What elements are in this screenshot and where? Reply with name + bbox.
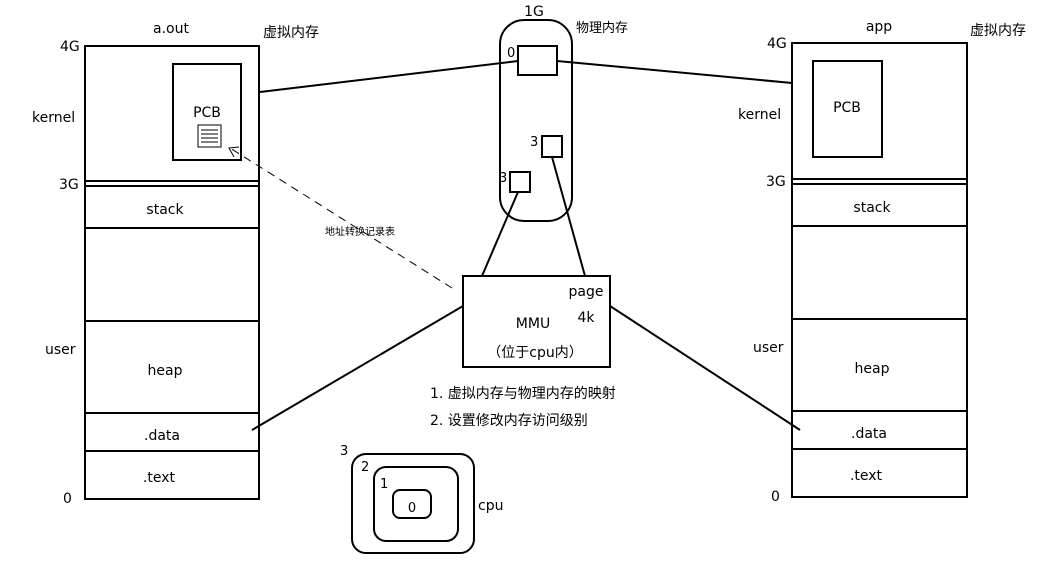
left-virtual-memory: PCB a.out 虚拟内存 4G kernel 3G user 0 stack…: [32, 21, 319, 507]
physical-page-a-label: 3: [530, 135, 538, 150]
cpu-label: cpu: [478, 498, 503, 514]
left-addr-4g: 4G: [60, 39, 80, 55]
arrow-head-icon: [228, 146, 240, 158]
physical-page-b: [509, 171, 531, 193]
left-addr-3g: 3G: [59, 177, 79, 193]
mmu-to-page-b-line: [481, 191, 519, 277]
physical-memory: 1G 物理内存 0 3 3: [499, 4, 628, 222]
left-pcb-box: [172, 63, 242, 161]
left-process-title: a.out: [153, 21, 189, 37]
mmu: page 4k MMU （位于cpu内）: [462, 275, 611, 368]
document-icon: [197, 124, 222, 148]
cpu-ring-0: [392, 489, 432, 519]
right-data-label: .data: [851, 426, 887, 442]
right-addr-3g: 3G: [766, 174, 786, 190]
mmu-to-page-a-line: [551, 156, 586, 277]
right-addr-4g: 4G: [767, 36, 787, 52]
right-virtual-memory: PCB app 虚拟内存 4G kernel 3G user 0 stack h…: [738, 19, 1026, 505]
translation-table-dashed-arrow: [229, 147, 453, 289]
right-virtual-label: 虚拟内存: [970, 23, 1026, 39]
cpu-ring-2: [373, 466, 459, 542]
translation-table-label: 地址转换记录表: [325, 225, 395, 238]
right-addr-0: 0: [771, 489, 780, 505]
left-heap-label: heap: [148, 363, 183, 379]
physical-page-b-label: 3: [499, 171, 507, 186]
right-kernel-to-physical-line: [556, 60, 793, 84]
right-pcb-label: PCB: [833, 100, 861, 116]
physical-memory-box: [499, 19, 573, 222]
mmu-location: （位于cpu内）: [487, 345, 582, 361]
mmu-functions-list: 1. 虚拟内存与物理内存的映射 2. 设置修改内存访问级别: [430, 386, 616, 429]
mmu-to-right-data-line: [609, 305, 801, 431]
mmu-box: [462, 275, 611, 368]
cpu-ring-0-label: 0: [408, 501, 416, 516]
physical-size-label: 1G: [524, 4, 544, 20]
mmu-page-label: page: [569, 284, 604, 300]
cpu-ring-3-label: 3: [340, 444, 348, 459]
left-data-label: .data: [144, 428, 180, 444]
physical-page-a: [541, 135, 563, 158]
left-kernel-to-physical-line: [259, 60, 519, 93]
right-process-title: app: [866, 19, 892, 35]
physical-title: 物理内存: [576, 20, 628, 36]
mmu-function-2: 2. 设置修改内存访问级别: [430, 413, 588, 429]
cpu-ring-2-label: 2: [361, 460, 369, 475]
mmu-to-left-data-line: [251, 305, 464, 431]
right-pcb-box: [812, 60, 883, 158]
mmu-function-1: 1. 虚拟内存与物理内存的映射: [430, 386, 616, 402]
right-heap-label: heap: [855, 361, 890, 377]
right-user-label: user: [753, 340, 784, 356]
left-user-label: user: [45, 342, 76, 358]
mmu-title: MMU: [516, 316, 550, 332]
right-kernel-label: kernel: [738, 107, 781, 123]
right-stack-label: stack: [853, 200, 891, 216]
connectors: 地址转换记录表: [228, 60, 801, 431]
left-kernel-label: kernel: [32, 110, 75, 126]
left-stack-label: stack: [146, 202, 184, 218]
cpu-ring-1-label: 1: [380, 477, 388, 492]
right-text-label: .text: [850, 468, 883, 484]
physical-zero-label: 0: [507, 46, 515, 61]
physical-kernel-page: [517, 45, 558, 76]
left-virtual-label: 虚拟内存: [263, 25, 319, 41]
cpu-ring-3: [351, 453, 475, 554]
right-memory-box: [791, 42, 968, 498]
left-text-label: .text: [143, 470, 176, 486]
left-pcb-label: PCB: [193, 105, 221, 121]
left-memory-box: [84, 45, 260, 500]
left-addr-0: 0: [63, 491, 72, 507]
mmu-page-size: 4k: [577, 310, 595, 326]
cpu-rings: 3 2 1 0 cpu: [340, 444, 503, 554]
